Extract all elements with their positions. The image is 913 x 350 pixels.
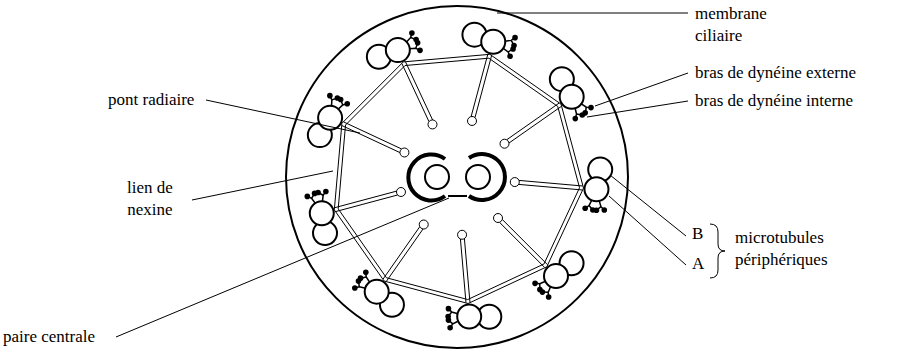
spoke-head xyxy=(500,139,509,148)
dynein-head xyxy=(579,112,585,118)
radial-spoke xyxy=(519,180,583,186)
radial-spoke xyxy=(502,219,547,264)
dynein-head xyxy=(323,189,329,195)
spoke-head xyxy=(510,178,519,187)
nexin-link xyxy=(489,58,558,106)
a-microtubule xyxy=(560,85,584,109)
dynein-head xyxy=(537,287,543,293)
dynein-head xyxy=(572,116,578,122)
leader-line xyxy=(206,100,360,133)
leader-line xyxy=(609,196,686,265)
ciliary-membrane xyxy=(286,6,628,348)
radial-spoke xyxy=(386,229,423,281)
spoke-head xyxy=(396,188,405,197)
dynein-head xyxy=(363,270,369,276)
membrane-label: membrane ciliaire xyxy=(695,3,785,47)
leader-line xyxy=(192,171,333,200)
dynein-head xyxy=(446,306,452,312)
dynein-head xyxy=(445,314,451,320)
leader-line xyxy=(587,101,688,117)
radial-spoke xyxy=(507,103,559,140)
leader-lines xyxy=(116,13,725,337)
central-microtubule xyxy=(425,165,449,189)
dynein-head xyxy=(588,105,594,111)
spoke-head xyxy=(458,230,467,239)
dynein-head xyxy=(546,294,552,300)
dynein-head xyxy=(510,46,516,52)
spoke-head xyxy=(400,148,409,157)
spoke-head xyxy=(428,120,437,129)
microtubule-label: microtubules périphériques xyxy=(735,227,845,271)
dynein-label: bras de dynéine externe xyxy=(695,62,856,84)
dynein-head xyxy=(417,48,423,54)
dynein-head xyxy=(512,35,518,41)
a-microtubule xyxy=(457,304,481,328)
dynein-label: bras de dynéine interne xyxy=(695,90,853,112)
nexin-link xyxy=(346,66,405,125)
dynein-head xyxy=(582,205,588,211)
radial-spoke xyxy=(383,227,420,279)
spoke-head xyxy=(419,220,428,229)
dynein-head xyxy=(415,40,421,46)
radial-spoke xyxy=(406,62,433,120)
central-pair xyxy=(408,154,505,200)
spoke-head xyxy=(494,214,503,223)
leader-line xyxy=(595,73,688,106)
dynein-head xyxy=(358,275,364,281)
tubule-letter: B xyxy=(692,223,703,245)
radial-spoke xyxy=(344,122,402,149)
a-microtubule xyxy=(584,177,608,201)
dynein-head xyxy=(315,190,321,196)
central-pair-label: paire centrale xyxy=(3,326,95,348)
nexin-link xyxy=(558,106,580,187)
nexin-link xyxy=(468,267,547,304)
radial-spoke xyxy=(336,195,398,212)
dynein-head xyxy=(590,207,596,213)
nexin-link xyxy=(334,210,384,281)
bracket xyxy=(710,224,725,278)
radial-spoke xyxy=(475,56,492,118)
dynein-head xyxy=(447,325,453,331)
radial-spoke xyxy=(402,64,429,122)
central-microtubule xyxy=(466,165,490,189)
dynein-head xyxy=(532,281,538,287)
dynein-head xyxy=(344,101,350,107)
nexin-link xyxy=(468,264,544,300)
dynein-head xyxy=(601,207,607,213)
dynein-head xyxy=(409,30,415,36)
central-bridge xyxy=(448,195,467,197)
nexin-link xyxy=(342,62,403,123)
leader-line xyxy=(497,13,688,14)
a-microtubule xyxy=(544,264,568,288)
nexin-link xyxy=(338,209,386,278)
dynein-head xyxy=(352,285,358,291)
dynein-head xyxy=(507,53,513,59)
radial-spoke xyxy=(342,126,400,153)
a-microtubule xyxy=(365,280,389,304)
a-microtubule xyxy=(310,201,334,225)
tubule-letter: A xyxy=(692,253,704,275)
dynein-head xyxy=(338,97,344,103)
radial-spoke xyxy=(464,239,470,303)
nexin-link xyxy=(338,125,345,209)
radial-spoke xyxy=(509,106,561,143)
radial-spoke xyxy=(335,191,397,208)
leader-line xyxy=(610,175,686,236)
nexin-link xyxy=(403,54,490,62)
radial-spoke xyxy=(471,55,488,117)
radial-spoke xyxy=(499,222,544,267)
nexin-label: lien de nexine xyxy=(116,177,184,221)
spoke-label: pont radiaire xyxy=(108,89,194,111)
nexin-link xyxy=(405,58,489,65)
nexin-link xyxy=(334,123,342,210)
dynein-head xyxy=(327,93,333,99)
doublet-group xyxy=(305,23,613,331)
spoke-head xyxy=(468,116,477,125)
dynein-head xyxy=(305,194,311,200)
a-microtubule xyxy=(481,30,505,54)
